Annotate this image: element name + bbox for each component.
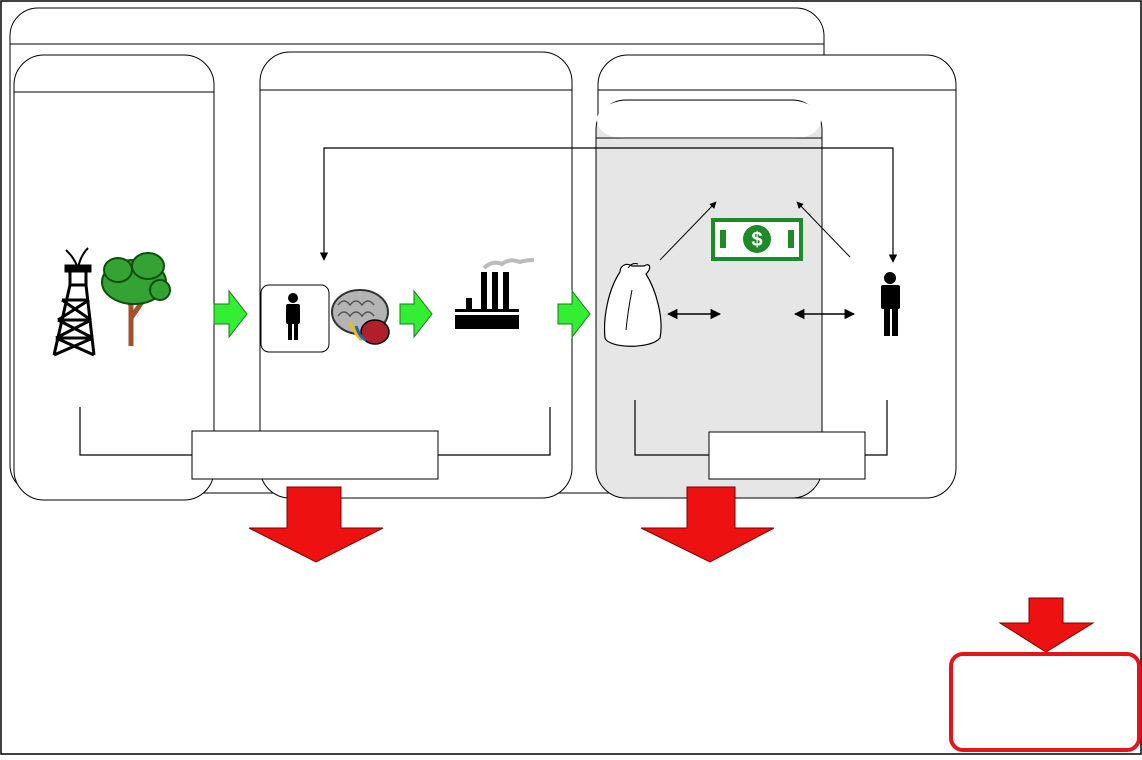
money-panel xyxy=(595,99,823,499)
output-arrow-right xyxy=(640,486,775,563)
flow-arrow-1 xyxy=(213,289,248,339)
factory-icon xyxy=(455,258,535,329)
brain-icon xyxy=(331,289,390,345)
sack-icon xyxy=(603,263,662,347)
output-arrow-left xyxy=(248,486,384,563)
right-label-box xyxy=(708,431,866,480)
money-arrow-from-consumer xyxy=(796,201,851,258)
left-label-box xyxy=(191,430,439,480)
production-panel xyxy=(259,51,573,499)
svg-text:$: $ xyxy=(751,229,762,251)
money-arrow-from-goods xyxy=(659,201,717,261)
flow-arrow-3 xyxy=(557,289,591,339)
flow-arrow-2 xyxy=(399,289,433,339)
dollar-bill-icon: $ xyxy=(711,218,803,261)
tree-icon xyxy=(101,252,171,346)
oil-derrick-icon xyxy=(52,247,96,357)
person-icon xyxy=(881,272,900,336)
person-icon xyxy=(286,293,300,340)
result-box xyxy=(949,652,1141,752)
feedback-loop-line xyxy=(319,147,898,263)
result-arrow xyxy=(998,597,1095,653)
